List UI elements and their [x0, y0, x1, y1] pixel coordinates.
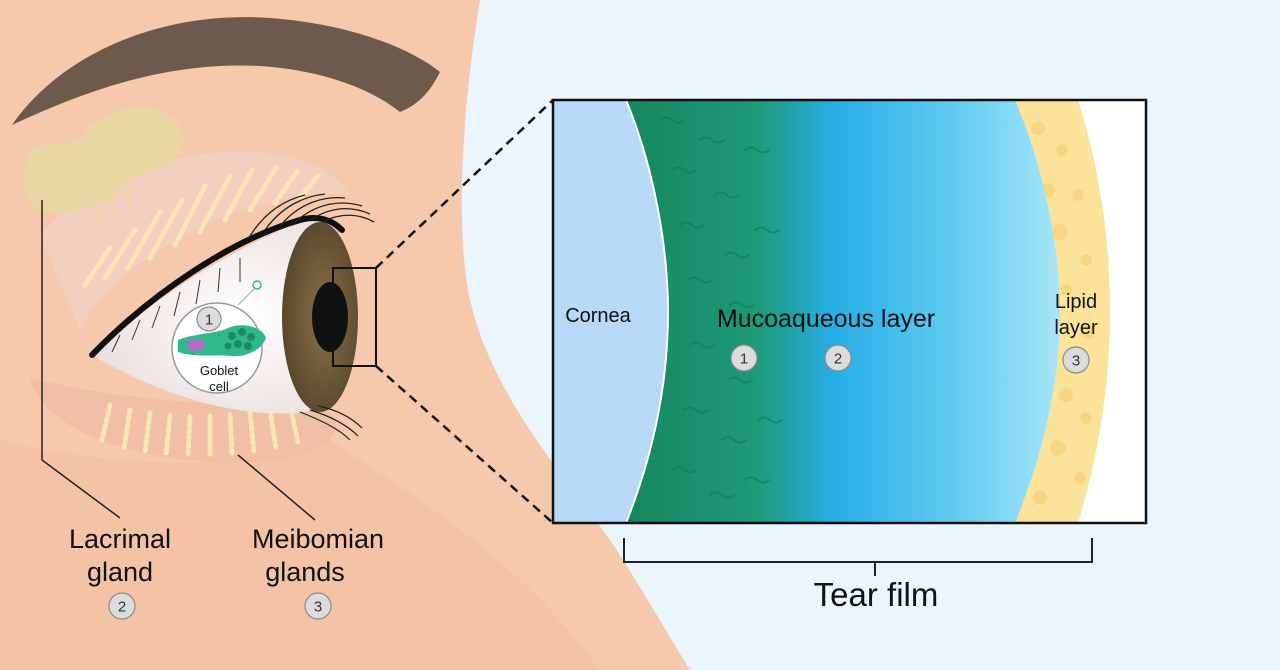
goblet-callout-pointer: [252, 280, 262, 290]
tear-film-label: Tear film: [814, 576, 939, 613]
upper-eyelashes: [249, 193, 375, 237]
lipid-droplets: [1031, 121, 1095, 505]
tear-film-panel: [553, 100, 1146, 523]
mucin-texture: [659, 116, 783, 499]
upper-eyelid: [40, 151, 350, 330]
lacrimal-leader: [41, 200, 121, 519]
zoom-line-top: [375, 99, 554, 269]
lower-meibomian-glands: [99, 402, 301, 459]
zoom-source-box: [332, 267, 377, 367]
lipid-badge-text: 3: [1072, 353, 1080, 370]
muco-badge-2: [824, 344, 852, 372]
meibomian-label-line2: glands: [265, 557, 345, 587]
tear-film-bracket: [623, 538, 1093, 576]
goblet-granules: [224, 328, 255, 350]
lipid-badge: [1062, 346, 1090, 374]
lipid-label-line2: layer: [1054, 317, 1098, 339]
meibomian-badge: [304, 592, 332, 620]
lower-eyelashes: [299, 405, 363, 441]
cornea-edge: [625, 100, 670, 523]
lacrimal-badge-text: 2: [118, 599, 126, 616]
cheek-shade: [0, 440, 600, 670]
meibomian-label-line1: Meibomian: [252, 524, 384, 554]
inner-lashes: [111, 258, 241, 353]
lacrimal-gland: [23, 107, 183, 213]
goblet-nucleus: [187, 339, 205, 351]
goblet-badge-text: 1: [205, 312, 213, 329]
meibomian-leader: [237, 454, 316, 521]
lacrimal-label-line1: Lacrimal: [69, 524, 171, 554]
muco-badge-1: [730, 344, 758, 372]
goblet-callout-line: [237, 288, 255, 306]
muco-badge-2-text: 2: [834, 351, 842, 368]
goblet-badge: [196, 306, 222, 332]
eyebrow: [12, 17, 440, 125]
lacrimal-ducts: [93, 187, 134, 223]
lipid-label-line1: Lipid: [1055, 291, 1097, 313]
lacrimal-label-line2: gland: [87, 557, 153, 587]
mucoaqueous-label: Mucoaqueous layer: [717, 305, 935, 333]
goblet-label-line2: cell: [209, 379, 229, 394]
meibomian-badge-text: 3: [314, 599, 322, 616]
goblet-label-line1: Goblet: [200, 363, 239, 378]
tear-film-panel-border: [551, 98, 1148, 525]
pupil: [312, 282, 348, 352]
muco-badge-1-text: 1: [740, 351, 748, 368]
mucoaqueous-layer: [626, 100, 1060, 523]
zoom-line-bottom: [375, 365, 554, 524]
cornea-layer: [553, 100, 668, 523]
lacrimal-badge: [108, 592, 136, 620]
cornea-label: Cornea: [565, 305, 631, 327]
upper-meibomian-glands: [82, 165, 321, 288]
lower-eyelid: [30, 378, 336, 463]
